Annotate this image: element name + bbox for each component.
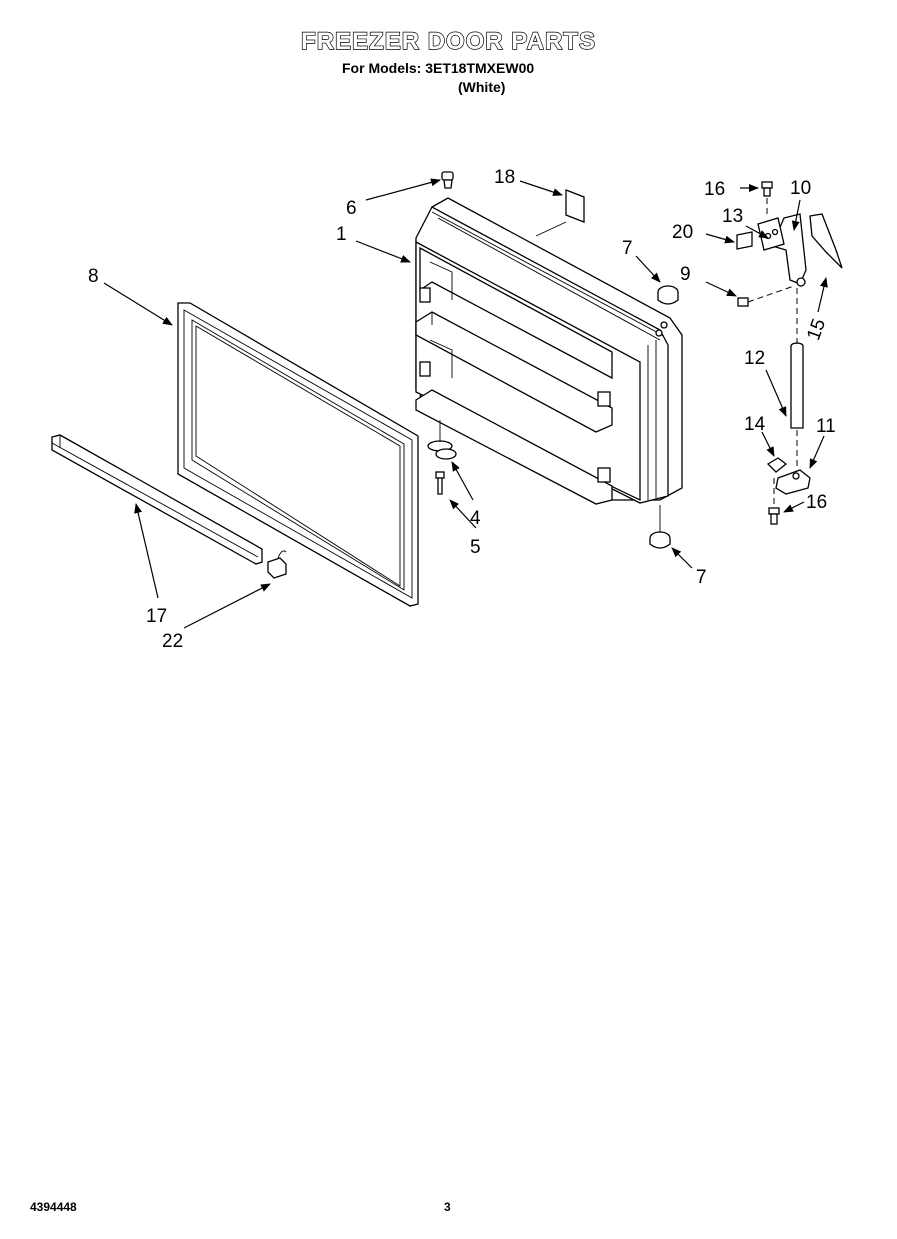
callout-10: 10 bbox=[790, 178, 811, 199]
callout-12: 12 bbox=[744, 348, 765, 369]
callout-15: 15 bbox=[803, 316, 830, 343]
callout-18: 18 bbox=[494, 167, 515, 188]
page-number: 3 bbox=[444, 1200, 451, 1214]
callout-8: 8 bbox=[88, 266, 99, 287]
callout-14: 14 bbox=[744, 414, 766, 435]
top-plug-part bbox=[441, 171, 454, 189]
leader-lines bbox=[103, 178, 828, 629]
hinge-screw-top-part bbox=[761, 181, 773, 216]
hinge-screw-side-part bbox=[737, 285, 795, 307]
hinge-screw-bottom-part bbox=[768, 507, 780, 525]
callout-13: 13 bbox=[722, 206, 743, 227]
document-number: 4394448 bbox=[30, 1200, 77, 1214]
callout-16-top: 16 bbox=[704, 179, 725, 200]
callout-6: 6 bbox=[346, 198, 357, 219]
callout-11: 11 bbox=[816, 416, 836, 437]
callout-9: 9 bbox=[680, 264, 691, 285]
door-stop-top-part bbox=[657, 285, 679, 305]
trim-clip-part bbox=[267, 550, 287, 579]
door-trim-part bbox=[51, 434, 263, 565]
hinge-cover-part bbox=[736, 231, 753, 250]
lower-hinge-part bbox=[766, 457, 811, 506]
callout-17: 17 bbox=[146, 606, 167, 627]
door-liner-part bbox=[415, 197, 683, 505]
door-stop-bottom-part bbox=[649, 505, 671, 549]
hinge-shim-part bbox=[757, 217, 785, 251]
door-gasket-part bbox=[177, 302, 419, 607]
model-line: For Models: 3ET18TMXEW00 bbox=[342, 60, 535, 76]
callout-7-top: 7 bbox=[622, 238, 633, 259]
washer-screw-part bbox=[427, 420, 457, 495]
callout-4: 4 bbox=[470, 508, 481, 529]
label-part bbox=[535, 189, 585, 237]
callout-20: 20 bbox=[672, 222, 693, 243]
hinge-spacer-part bbox=[790, 288, 804, 470]
color-line: (White) bbox=[458, 79, 506, 95]
callout-16-bottom: 16 bbox=[806, 492, 827, 513]
callout-22: 22 bbox=[162, 631, 183, 652]
callout-5: 5 bbox=[470, 537, 481, 558]
callout-7-bottom: 7 bbox=[696, 567, 707, 588]
callout-1: 1 bbox=[336, 224, 347, 245]
page-title: FREEZER DOOR PARTS bbox=[300, 27, 596, 55]
hinge-pin-cover-part bbox=[809, 213, 843, 269]
